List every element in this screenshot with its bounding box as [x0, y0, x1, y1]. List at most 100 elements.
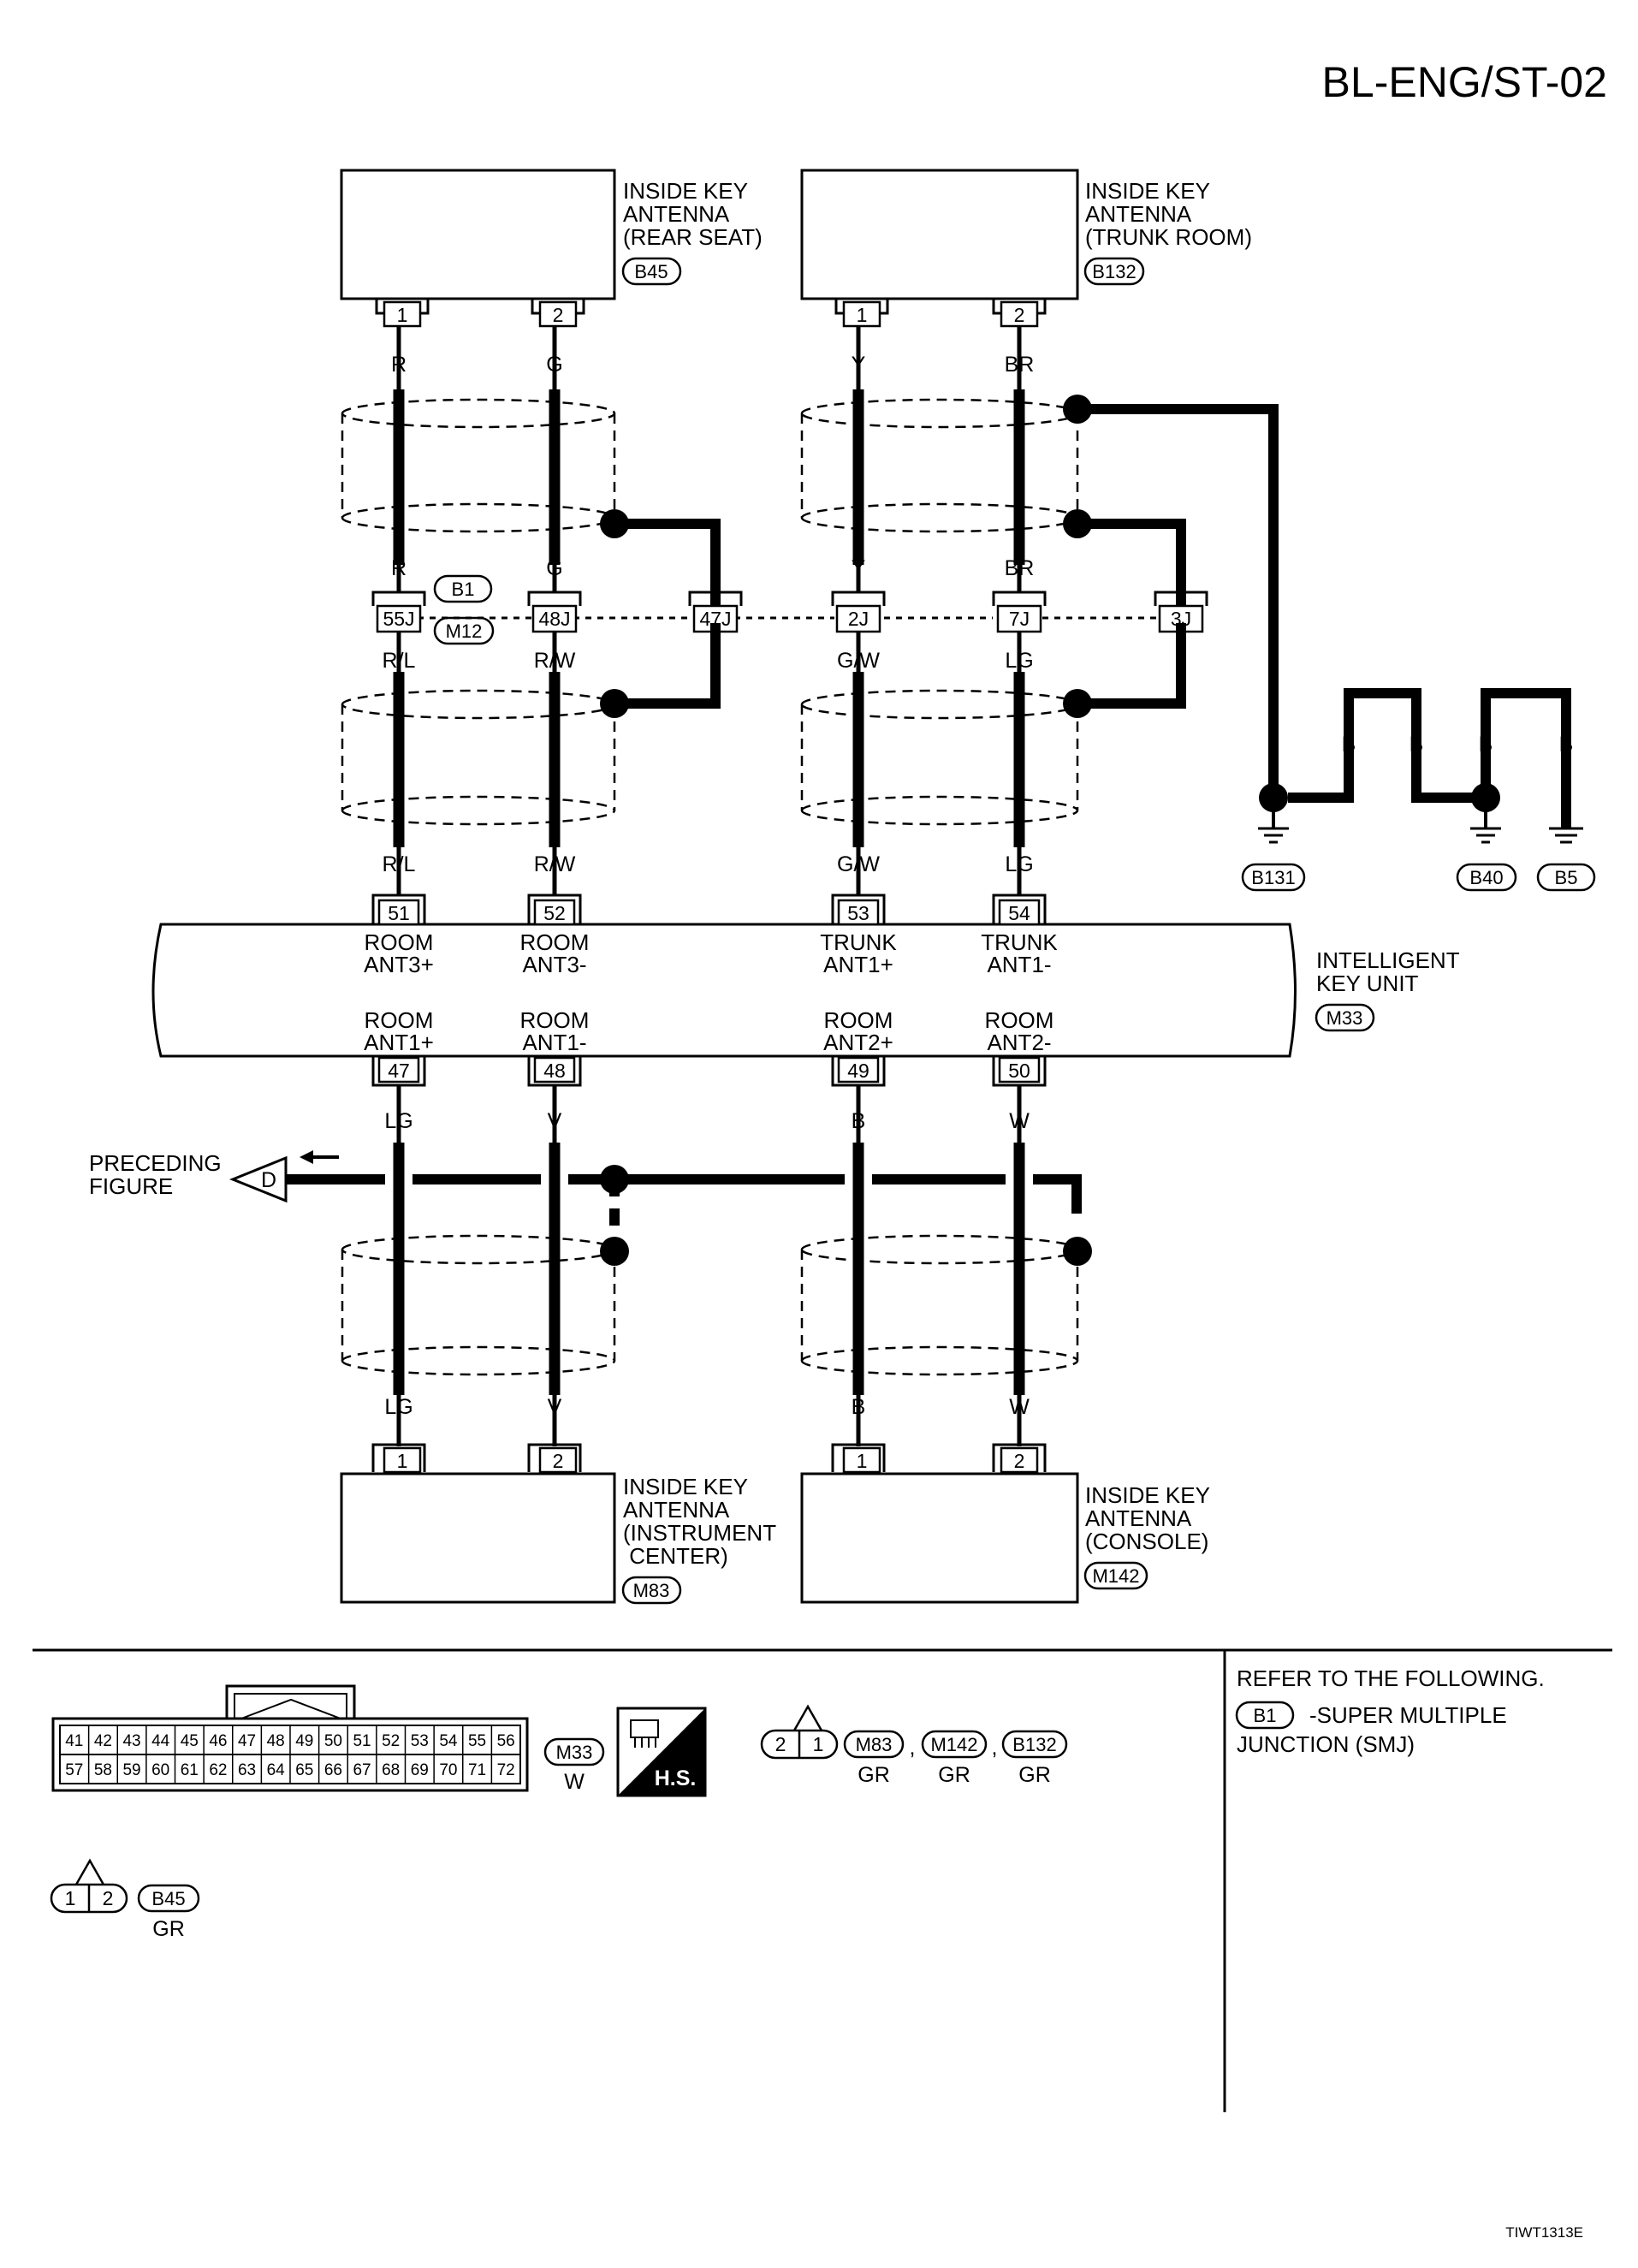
m33-terminal-59: 59	[122, 1761, 140, 1779]
two-pin-a-comma-2: ,	[992, 1736, 998, 1760]
two-pin-a-pin-1: 1	[813, 1733, 824, 1755]
instrument-center-antenna: 1 2 INSIDE KEY ANTENNA (INSTRUMENT CENTE…	[340, 1443, 776, 1605]
preceding-label-2: FIGURE	[89, 1173, 173, 1199]
rear-seat-antenna-line3: (REAR SEAT)	[623, 224, 763, 250]
m33-terminal-72: 72	[497, 1761, 515, 1779]
wire-code-lg-lower: LG	[1005, 852, 1033, 876]
shield-upper-left	[341, 398, 616, 533]
key-unit-label-51-2: ANT3+	[364, 952, 434, 977]
console-pin-2: 2	[1014, 1450, 1025, 1472]
trunk-room-connector-label: B132	[1092, 261, 1136, 282]
refer-line3: JUNCTION (SMJ)	[1237, 1731, 1415, 1757]
shield-lower-left	[341, 1234, 616, 1376]
m33-terminal-71: 71	[468, 1761, 486, 1779]
smj-connector-m12: M12	[446, 620, 483, 642]
wire-code-rl: R/L	[383, 649, 416, 673]
two-pin-b-pin-2: 2	[103, 1887, 114, 1909]
m33-terminal-45: 45	[181, 1732, 199, 1750]
m33-terminal-66: 66	[324, 1761, 342, 1779]
instrument-center-pin-1: 1	[397, 1450, 408, 1472]
key-unit-pin-52: 52	[543, 902, 566, 924]
smj-row: 55J 48J 47J 2J 7J 3J B1 M12	[371, 574, 1208, 645]
wire-code-v-ant: V	[548, 1395, 562, 1419]
preceding-label-1: PRECEDING	[89, 1150, 222, 1176]
key-unit-label-52-1: ROOM	[520, 929, 590, 955]
m33-terminal-56: 56	[497, 1732, 515, 1750]
wire-code-br-lower: BR	[1005, 556, 1035, 580]
two-pin-a-m142: M142	[930, 1734, 977, 1755]
m33-terminal-52: 52	[382, 1732, 400, 1750]
two-pin-a-comma-1: ,	[910, 1736, 916, 1760]
shield-middle-right	[800, 689, 1079, 826]
key-unit-label-54-1: TRUNK	[981, 929, 1058, 955]
key-unit-label-50-2: ANT2-	[987, 1030, 1051, 1055]
wire-code-gw: G/W	[837, 649, 880, 673]
wire-code-br: BR	[1005, 353, 1035, 377]
m33-terminal-42: 42	[94, 1732, 112, 1750]
smj-terminal-48j: 48J	[538, 608, 570, 630]
wire-code-b-ant: B	[852, 1395, 866, 1419]
key-unit-label-49-1: ROOM	[824, 1007, 893, 1033]
key-unit-pin-47: 47	[388, 1060, 410, 1082]
two-pin-a-b132: B132	[1012, 1734, 1056, 1755]
trunk-room-antenna-line3: (TRUNK ROOM)	[1085, 224, 1252, 250]
two-pin-a-m83-color: GR	[858, 1763, 890, 1787]
key-unit-label-53-2: ANT1+	[823, 952, 893, 977]
key-unit-connector-m33: M33	[1326, 1007, 1363, 1029]
two-pin-a-m142-color: GR	[938, 1763, 970, 1787]
ground-wire-b-3: B	[1479, 733, 1493, 757]
preceding-marker-d: D	[261, 1168, 276, 1192]
m33-terminal-58: 58	[94, 1761, 112, 1779]
m33-terminal-51: 51	[353, 1732, 371, 1750]
m33-terminal-61: 61	[181, 1761, 199, 1779]
key-unit-label-48-2: ANT1-	[522, 1030, 586, 1055]
console-connector: M142	[1092, 1565, 1139, 1587]
key-unit-pin-54: 54	[1008, 902, 1030, 924]
rear-seat-pin-1: 1	[397, 304, 408, 326]
rear-seat-antenna-line1: INSIDE KEY	[623, 178, 748, 204]
two-pin-a-m83: M83	[856, 1734, 893, 1755]
m33-terminal-67: 67	[353, 1761, 371, 1779]
two-pin-a-b132-color: GR	[1018, 1763, 1051, 1787]
wire-code-b-49: B	[852, 1109, 866, 1133]
wire-code-lg: LG	[1005, 649, 1033, 673]
wire-code-y-lower: Y	[852, 556, 866, 580]
wire-code-g-lower: G	[546, 556, 562, 580]
key-unit-pin-51: 51	[388, 902, 410, 924]
m33-terminal-69: 69	[411, 1761, 429, 1779]
smj-terminal-2j: 2J	[848, 608, 869, 630]
lower-wires: LG V B W LG V B W	[384, 1085, 1030, 1446]
key-unit-pin-50: 50	[1008, 1060, 1030, 1082]
wire-code-w-50: W	[1009, 1109, 1030, 1133]
m33-terminal-57: 57	[65, 1761, 83, 1779]
hs-label: H.S.	[655, 1766, 697, 1790]
wire-code-rw: R/W	[534, 649, 576, 673]
page-code: BL-ENG/ST-02	[1322, 58, 1607, 106]
key-unit-label-51-1: ROOM	[365, 929, 434, 955]
m33-terminal-53: 53	[411, 1732, 429, 1750]
refer-note: REFER TO THE FOLLOWING. B1 -SUPER MULTIP…	[1235, 1665, 1545, 1757]
key-unit-label-48-1: ROOM	[520, 1007, 590, 1033]
m33-terminal-49: 49	[295, 1732, 313, 1750]
instrument-center-line2: ANTENNA	[623, 1497, 730, 1523]
key-unit-pin-48: 48	[543, 1060, 566, 1082]
intelligent-key-unit: INTELLIGENT KEY UNIT M33 51 52 53 54 ROO…	[151, 894, 1460, 1087]
key-unit-label-47-2: ANT1+	[364, 1030, 434, 1055]
legend-m33-color: W	[564, 1770, 585, 1794]
instrument-center-line3: (INSTRUMENT	[623, 1520, 776, 1546]
shield-middle-left	[341, 689, 616, 826]
figure-code: TIWT1313E	[1505, 2224, 1583, 2241]
smj-terminal-7j: 7J	[1009, 608, 1030, 630]
m33-terminal-60: 60	[151, 1761, 169, 1779]
legend-m33-connector: M33	[556, 1742, 593, 1763]
ground-label-b40: B40	[1469, 867, 1503, 888]
m33-terminal-62: 62	[209, 1761, 227, 1779]
rear-seat-antenna: INSIDE KEY ANTENNA (REAR SEAT) B45 1 2	[340, 169, 763, 328]
shield-lower-right	[800, 1234, 1079, 1376]
console-pin-1: 1	[857, 1450, 868, 1472]
instrument-center-line1: INSIDE KEY	[623, 1474, 748, 1499]
trunk-room-pin-1: 1	[857, 304, 868, 326]
two-pin-b-b45: B45	[151, 1888, 185, 1909]
refer-line1: REFER TO THE FOLLOWING.	[1237, 1665, 1545, 1691]
